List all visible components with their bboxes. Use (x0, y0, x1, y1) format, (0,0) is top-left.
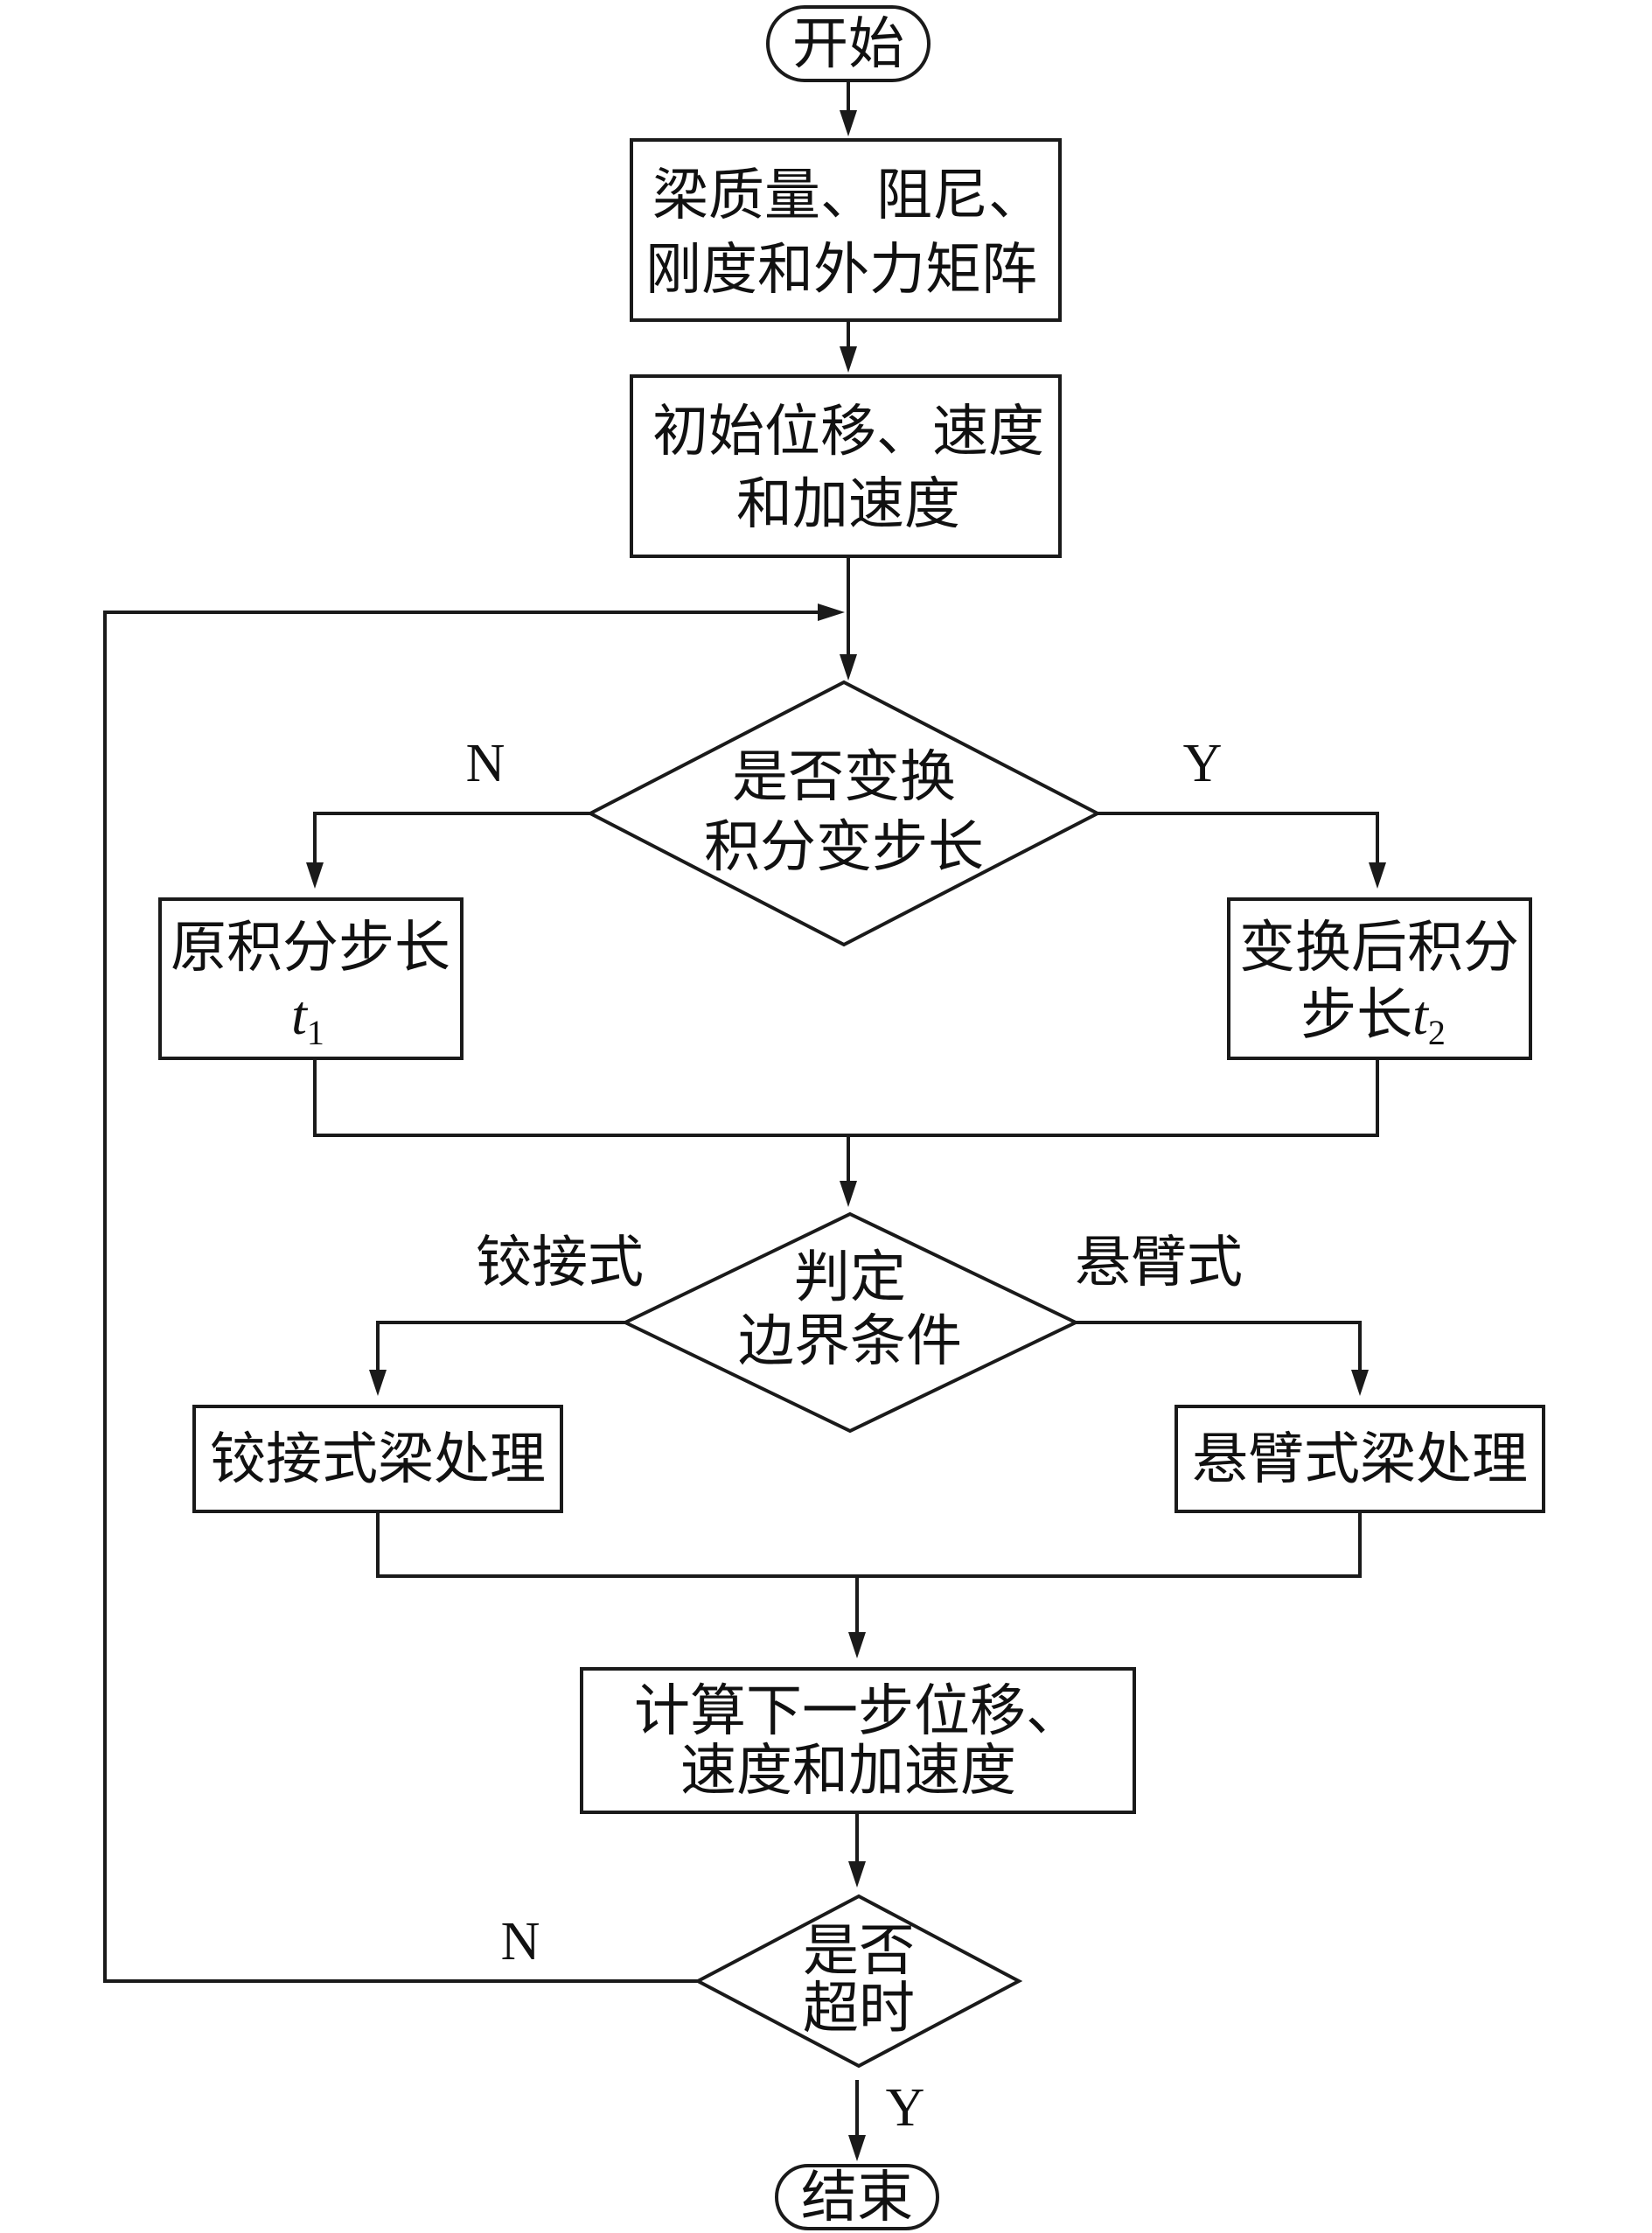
end-node: 结束 (775, 2164, 939, 2230)
arrowhead (1351, 1370, 1369, 1396)
matrices-label-line2: 刚度和外力矩阵 (645, 238, 1037, 303)
arrowhead (818, 604, 845, 621)
orig-step-label: 原积分步长 (171, 916, 450, 980)
new-step-label-line1: 变换后积分 (1239, 916, 1519, 980)
timeout-decision-label-line2: 超时 (803, 1977, 915, 2041)
orig-step-sub: 1 (307, 1013, 324, 1052)
arrowhead (306, 862, 324, 889)
step-no-label: N (466, 734, 505, 793)
new-step-node: 变换后积分 步长t2 (1227, 897, 1532, 1060)
matrices-process (630, 138, 1062, 322)
cantilever-proc-process (1175, 1405, 1545, 1513)
new-step-var: t (1412, 984, 1430, 1046)
timeout-decision-node: 是否 超时 (694, 1894, 1023, 2069)
timeout-decision-label-line1: 是否 (803, 1919, 915, 1984)
hinged-proc-label: 铰接式梁处理 (210, 1427, 546, 1492)
boundary-decision-node: 判定 边界条件 (621, 1211, 1080, 1434)
boundary-decision-diamond (621, 1211, 1080, 1434)
step-decision-label-line1: 是否变换 (732, 745, 956, 810)
step-decision-node: 是否变换 积分变步长 (586, 680, 1102, 947)
start-label: 开始 (792, 12, 904, 77)
init-label-line1: 初始位移、速度 (652, 400, 1044, 464)
timeout-no-label: N (501, 1912, 540, 1971)
hinged-proc-process (192, 1405, 563, 1513)
new-step-sub: 2 (1428, 1013, 1446, 1052)
edge-step-no (313, 812, 590, 883)
timeout-yes-label: Y (886, 2078, 925, 2138)
new-step-text: 步长 (1300, 983, 1412, 1048)
edge-cantilever (1076, 1321, 1362, 1391)
orig-step-node: 原积分步长 t1 (158, 897, 464, 1060)
arrowhead (840, 654, 857, 680)
arrowhead (840, 346, 857, 373)
orig-step-process (158, 897, 464, 1060)
arrowhead (369, 1370, 387, 1396)
orig-step-var: t (291, 984, 309, 1046)
init-label-line2: 和加速度 (736, 472, 960, 537)
new-step-label-line2: 步长t2 (1300, 983, 1446, 1052)
cantilever-proc-node: 悬臂式梁处理 (1175, 1405, 1545, 1513)
orig-step-variable: t1 (291, 984, 324, 1052)
start-terminal (766, 5, 931, 82)
arrowhead (848, 1861, 866, 1888)
end-label: 结束 (801, 2166, 913, 2230)
boundary-decision-label-line1: 判定 (794, 1246, 906, 1310)
boundary-decision-label-line2: 边界条件 (738, 1309, 962, 1374)
arrowhead (1369, 862, 1386, 889)
edge-hinged (376, 1321, 625, 1391)
hinged-proc-node: 铰接式梁处理 (192, 1405, 563, 1513)
timeout-decision-diamond (694, 1894, 1023, 2069)
next-step-label-line1: 计算下一步位移、 (634, 1679, 1082, 1744)
step-yes-label: Y (1183, 734, 1223, 793)
next-step-label-line2: 速度和加速度 (680, 1739, 1016, 1804)
edge-procs-merge (376, 1511, 1362, 1578)
step-decision-diamond (586, 680, 1102, 947)
start-node: 开始 (766, 5, 931, 82)
next-step-process (580, 1667, 1136, 1814)
arrowhead (840, 110, 857, 136)
matrices-label-line1: 梁质量、阻尼、 (652, 164, 1044, 228)
edge-timeout-no-loop (103, 611, 826, 1983)
init-node: 初始位移、速度 和加速度 (630, 374, 1062, 558)
edge-step-yes (1098, 812, 1379, 883)
init-process (630, 374, 1062, 558)
matrices-node: 梁质量、阻尼、 刚度和外力矩阵 (630, 138, 1062, 322)
hinged-branch-label: 铰接式 (476, 1231, 644, 1295)
end-terminal (775, 2164, 939, 2230)
new-step-process (1227, 897, 1532, 1060)
cantilever-branch-label: 悬臂式 (1075, 1231, 1243, 1295)
arrowhead (848, 1632, 866, 1658)
next-step-node: 计算下一步位移、 速度和加速度 (580, 1667, 1136, 1814)
arrowhead (840, 1181, 857, 1207)
arrowheads (306, 110, 1386, 2161)
step-decision-label-line2: 积分变步长 (704, 815, 984, 880)
arrowhead (848, 2135, 866, 2161)
edge-steps-merge (313, 1058, 1379, 1137)
cantilever-proc-label: 悬臂式梁处理 (1192, 1427, 1528, 1492)
